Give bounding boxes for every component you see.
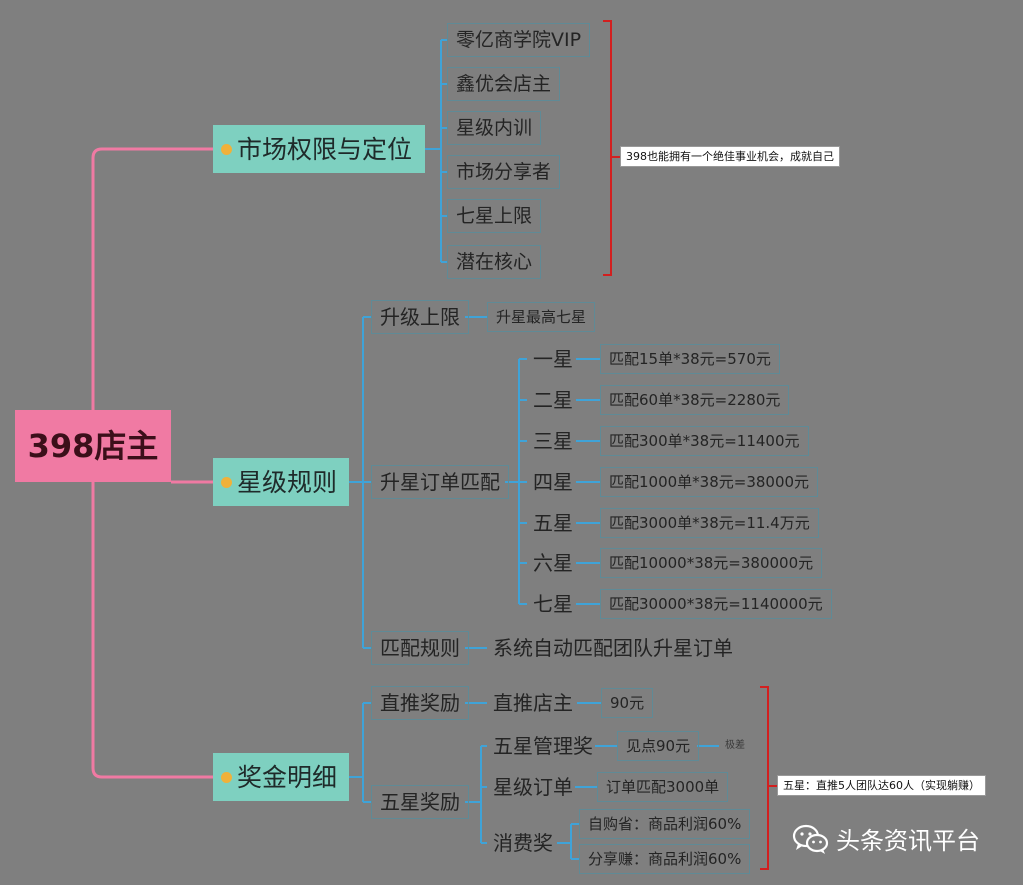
direct-reward-node[interactable]: 直推奖励 — [371, 686, 469, 720]
branch-label: 星级规则 — [237, 467, 338, 497]
market-item[interactable]: 潜在核心 — [447, 245, 542, 279]
market-item[interactable]: 七星上限 — [447, 199, 542, 233]
star-level[interactable]: 一星 — [533, 347, 573, 371]
star-level[interactable]: 四星 — [533, 470, 573, 494]
branch-label: 奖金明细 — [237, 762, 338, 792]
star-order-detail[interactable]: 订单匹配3000单 — [597, 772, 729, 802]
branch-market[interactable]: 市场权限与定位 — [213, 125, 425, 173]
bullet-dot-icon — [221, 144, 232, 155]
upgrade-limit-detail[interactable]: 升星最高七星 — [487, 302, 596, 332]
star-level-detail[interactable]: 匹配3000单*38元=11.4万元 — [600, 508, 819, 538]
wechat-icon — [792, 824, 829, 854]
star-level[interactable]: 三星 — [533, 429, 573, 453]
watermark: 头条资讯平台 — [792, 821, 980, 856]
star-order[interactable]: 星级订单 — [493, 775, 573, 799]
market-item[interactable]: 鑫优会店主 — [447, 67, 561, 101]
match-rule-node[interactable]: 匹配规则 — [371, 631, 469, 665]
star-level[interactable]: 五星 — [533, 511, 573, 535]
consumption-item[interactable]: 分享赚：商品利润60% — [579, 844, 751, 874]
market-item[interactable]: 市场分享者 — [447, 155, 561, 189]
order-match-node[interactable]: 升星订单匹配 — [371, 465, 509, 499]
upgrade-limit-node[interactable]: 升级上限 — [371, 300, 469, 334]
market-item[interactable]: 星级内训 — [447, 111, 542, 145]
bullet-dot-icon — [221, 772, 232, 783]
bullet-dot-icon — [221, 477, 232, 488]
branch-bonus[interactable]: 奖金明细 — [213, 753, 349, 801]
star-level[interactable]: 六星 — [533, 551, 573, 575]
five-star-reward-node[interactable]: 五星奖励 — [371, 785, 469, 819]
branch-label: 市场权限与定位 — [237, 134, 413, 164]
bonus-note: 五星：直推5人团队达60人（实现躺赚） — [777, 775, 986, 796]
market-note: 398也能拥有一个绝佳事业机会，成就自己 — [620, 146, 840, 167]
market-item[interactable]: 零亿商学院VIP — [447, 23, 591, 57]
consumption-reward[interactable]: 消费奖 — [493, 831, 553, 855]
star-level-detail[interactable]: 匹配10000*38元=380000元 — [600, 548, 823, 578]
direct-shopkeeper[interactable]: 直推店主 — [493, 691, 573, 715]
direct-amount[interactable]: 90元 — [601, 688, 654, 718]
management-extra: 极差 — [725, 740, 745, 751]
branch-star-rules[interactable]: 星级规则 — [213, 458, 349, 506]
five-star-management[interactable]: 五星管理奖 — [493, 734, 593, 758]
star-level-detail[interactable]: 匹配30000*38元=1140000元 — [600, 589, 832, 619]
star-level-detail[interactable]: 匹配1000单*38元=38000元 — [600, 467, 819, 497]
match-rule-detail[interactable]: 系统自动匹配团队升星订单 — [493, 636, 733, 660]
watermark-text: 头条资讯平台 — [836, 827, 980, 855]
star-level-detail[interactable]: 匹配300单*38元=11400元 — [600, 426, 809, 456]
consumption-item[interactable]: 自购省：商品利润60% — [579, 809, 751, 839]
root-node[interactable]: 398店主 — [15, 410, 171, 482]
management-detail[interactable]: 见点90元 — [617, 731, 700, 761]
star-level-detail[interactable]: 匹配60单*38元=2280元 — [600, 385, 790, 415]
star-level-detail[interactable]: 匹配15单*38元=570元 — [600, 344, 780, 374]
star-level[interactable]: 二星 — [533, 388, 573, 412]
star-level[interactable]: 七星 — [533, 592, 573, 616]
